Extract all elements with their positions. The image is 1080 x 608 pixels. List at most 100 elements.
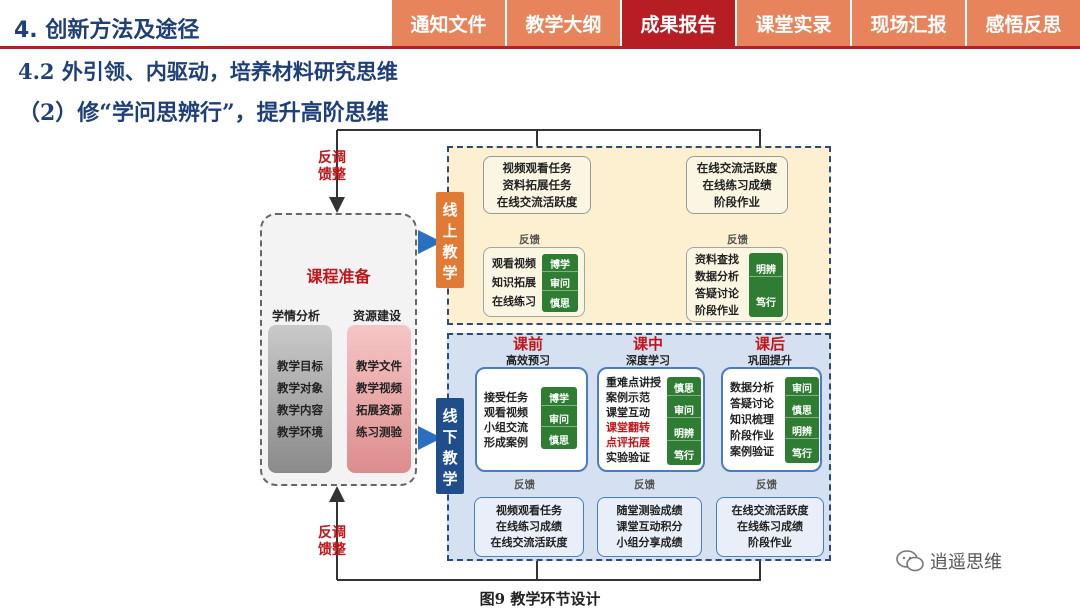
activity-item: 观看视频 <box>484 405 528 419</box>
offline-teaching-label: 线下教学 <box>436 398 464 494</box>
tab-class-record[interactable]: 课堂实录 <box>737 0 850 46</box>
watermark: 逍遥思维 <box>896 548 1002 574</box>
wechat-icon <box>896 550 924 572</box>
thinking-tags: 审问 慎思 明辨 笃行 <box>785 377 819 463</box>
eval-item: 课堂互动积分 <box>616 520 683 533</box>
activity-item: 知识拓展 <box>492 275 536 289</box>
list-item: 拓展资源 <box>356 403 402 417</box>
feedback-label-line: 馈整 <box>318 167 346 183</box>
eval-item: 阶段作业 <box>748 536 792 549</box>
activity-item: 数据分析 <box>695 269 739 283</box>
learning-analysis-title: 学情分析 <box>272 309 321 323</box>
list-item: 教学目标 <box>277 359 323 373</box>
eval-item: 随堂测验成绩 <box>616 504 683 517</box>
tab-achievement-report[interactable]: 成果报告 <box>622 0 735 46</box>
eval-item: 视频观看任务 <box>502 160 572 175</box>
tag: 慎思 <box>785 402 819 418</box>
tag: 审问 <box>542 275 578 292</box>
eval-item: 在线交流活跃度 <box>696 160 778 175</box>
activity-item: 答疑讨论 <box>730 396 774 410</box>
tag: 慎思 <box>550 299 570 311</box>
top-nav: 通知文件 教学大纲 成果报告 课堂实录 现场汇报 感悟反思 <box>390 0 1080 46</box>
tab-notice-files[interactable]: 通知文件 <box>392 0 505 46</box>
eval-item: 在线交流活跃度 <box>731 504 809 517</box>
activity-item: 阶段作业 <box>695 303 739 317</box>
tag: 明辨 <box>785 423 819 440</box>
phase-mid-subtitle: 深度学习 <box>626 354 670 367</box>
phase-pre-title: 课前 <box>512 335 543 353</box>
phase-post-title: 课后 <box>754 335 785 353</box>
thinking-tags: 慎思 审问 明辨 笃行 <box>667 377 701 465</box>
online-post-eval-box: 在线交流活跃度 在线练习成绩 阶段作业 <box>686 156 788 214</box>
activity-item: 观看视频 <box>492 256 536 270</box>
feedback-adjust-label-bottom: 反调 馈整 <box>318 525 346 559</box>
tab-reflection[interactable]: 感悟反思 <box>967 0 1080 46</box>
tag: 笃行 <box>792 449 812 461</box>
activity-item: 案例示范 <box>606 390 650 404</box>
activity-item: 重难点讲授 <box>606 375 661 389</box>
subsubtitle: （2）修“学问思辨行”，提升高阶思维 <box>18 100 389 126</box>
resource-building-title: 资源建设 <box>353 309 402 323</box>
feedback-label-line: 反调 <box>318 525 346 541</box>
activity-item: 阶段作业 <box>730 428 774 442</box>
post-class-eval-box: 在线交流活跃度 在线练习成绩 阶段作业 <box>716 497 824 557</box>
thinking-tags: 明辨 笃行 <box>749 253 783 317</box>
header-divider <box>0 46 1080 49</box>
tag: 审问 <box>667 402 701 419</box>
tab-live-report[interactable]: 现场汇报 <box>852 0 965 46</box>
list-item: 教学对象 <box>277 381 323 395</box>
feedback-label-line: 反调 <box>318 150 346 166</box>
activity-item: 在线练习 <box>492 294 536 308</box>
list-item: 教学内容 <box>277 403 323 417</box>
activity-item: 课堂互动 <box>606 405 650 419</box>
learning-analysis-box: 教学目标 教学对象 教学内容 教学环境 <box>268 325 332 473</box>
subtitle: 4.2 外引领、内驱动，培养材料研究思维 <box>18 59 398 84</box>
activity-item: 点评拓展 <box>606 435 650 449</box>
online-post-activity-box: 资料查找 数据分析 答疑讨论 阶段作业 明辨 笃行 <box>686 247 788 322</box>
pre-class-box: 接受任务 观看视频 小组交流 形成案例 博学 审问 慎思 <box>475 367 588 472</box>
figure-caption: 图9 教学环节设计 <box>479 590 601 608</box>
activity-item: 接受任务 <box>484 390 528 404</box>
resource-building-box: 教学文件 教学视频 拓展资源 练习测验 <box>347 325 411 473</box>
tag: 明辨 <box>749 261 783 278</box>
feedback-label: 反馈 <box>756 479 777 491</box>
activity-item: 小组交流 <box>484 420 528 434</box>
eval-item: 资料拓展任务 <box>502 177 572 192</box>
pre-class-eval-box: 视频观看任务 在线练习成绩 在线交流活跃度 <box>474 497 584 557</box>
thinking-tags: 博学 审问 慎思 <box>542 254 578 312</box>
activity-item: 案例验证 <box>730 444 774 458</box>
list-item: 练习测验 <box>356 425 402 439</box>
feedback-label-line: 馈整 <box>318 542 346 558</box>
tag: 博学 <box>542 256 578 272</box>
thinking-tags: 博学 审问 慎思 <box>541 387 577 449</box>
tab-syllabus[interactable]: 教学大纲 <box>507 0 620 46</box>
phase-post-subtitle: 巩固提升 <box>748 354 792 367</box>
section-title: 4. 创新方法及途径 <box>14 18 200 43</box>
tag: 明辨 <box>667 425 701 441</box>
online-pre-activity-box: 观看视频 知识拓展 在线练习 博学 审问 慎思 <box>483 247 585 317</box>
eval-item: 在线练习成绩 <box>737 520 803 533</box>
eval-item: 阶段作业 <box>714 194 760 209</box>
tag: 笃行 <box>674 450 694 462</box>
list-item: 教学环境 <box>277 425 323 439</box>
feedback-label: 反馈 <box>634 479 655 491</box>
tag: 笃行 <box>756 297 776 309</box>
online-pre-eval-box: 视频观看任务 资料拓展任务 在线交流活跃度 <box>483 156 591 214</box>
eval-item: 在线交流活跃度 <box>496 194 578 209</box>
tag: 审问 <box>541 411 577 427</box>
feedback-label: 反馈 <box>514 479 535 491</box>
phase-pre-subtitle: 高效预习 <box>506 354 550 367</box>
online-teaching-label: 线上教学 <box>436 192 464 288</box>
in-class-eval-box: 随堂测验成绩 课堂互动积分 小组分享成绩 <box>597 497 702 557</box>
phase-mid-title: 课中 <box>632 335 663 353</box>
eval-item: 视频观看任务 <box>496 504 562 517</box>
eval-item: 在线练习成绩 <box>496 520 562 533</box>
eval-item: 在线练习成绩 <box>702 177 772 192</box>
feedback-label: 反馈 <box>727 234 748 246</box>
tag: 博学 <box>541 390 577 406</box>
activity-item: 形成案例 <box>484 435 528 449</box>
eval-item: 小组分享成绩 <box>616 536 683 549</box>
activity-item: 数据分析 <box>730 380 774 394</box>
activity-item: 答疑讨论 <box>695 286 739 300</box>
feedback-adjust-label-top: 反调 馈整 <box>318 150 346 184</box>
